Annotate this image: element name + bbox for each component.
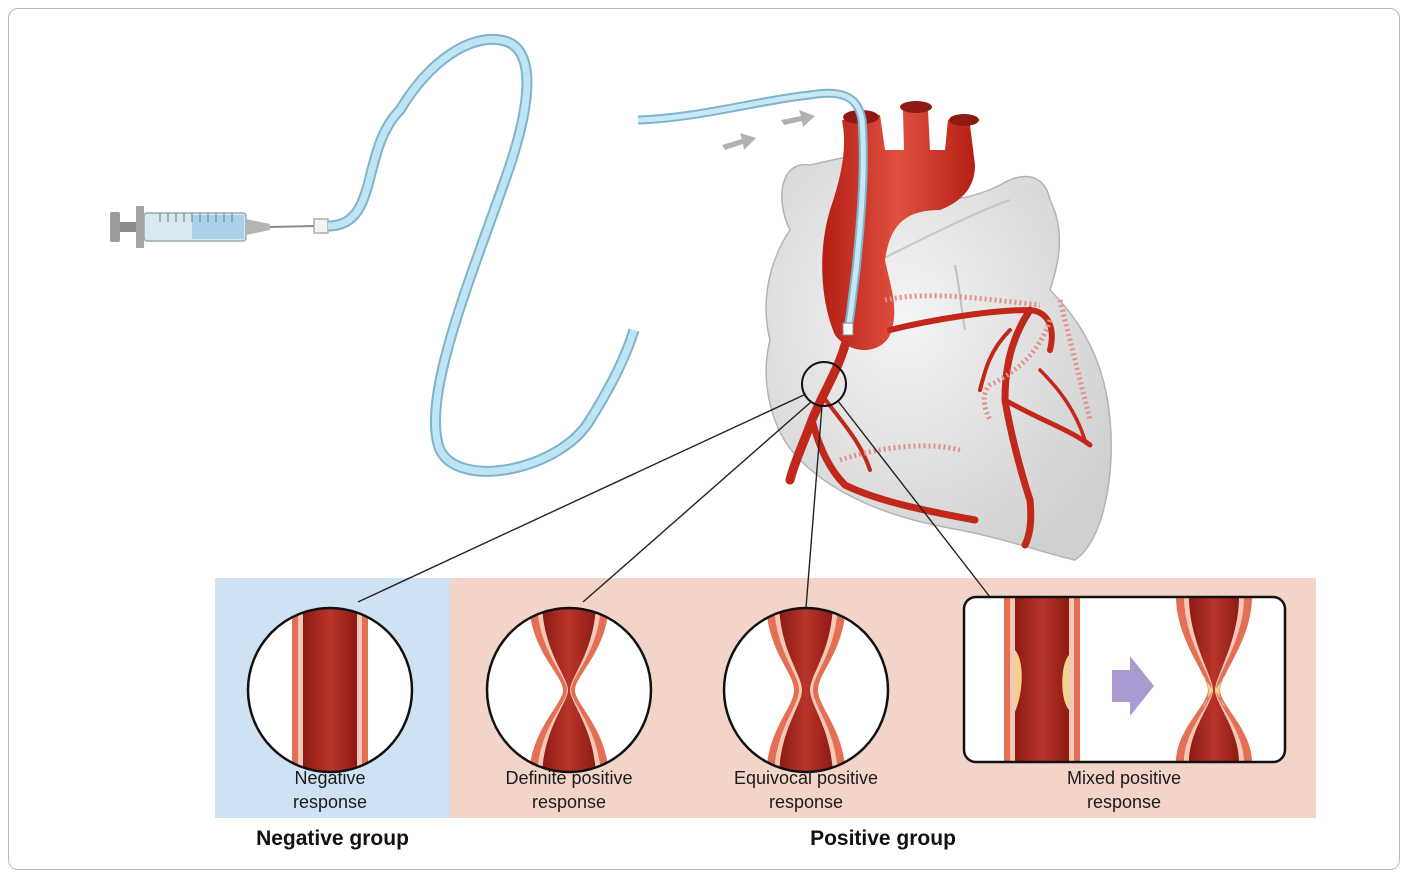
heart-illustration [766, 101, 1111, 560]
flow-arrows [722, 110, 815, 150]
positive-group-title: Positive group [700, 827, 1066, 851]
mixed-positive-box [964, 597, 1285, 762]
syringe [110, 206, 328, 248]
negative-group-title: Negative group [215, 827, 450, 851]
